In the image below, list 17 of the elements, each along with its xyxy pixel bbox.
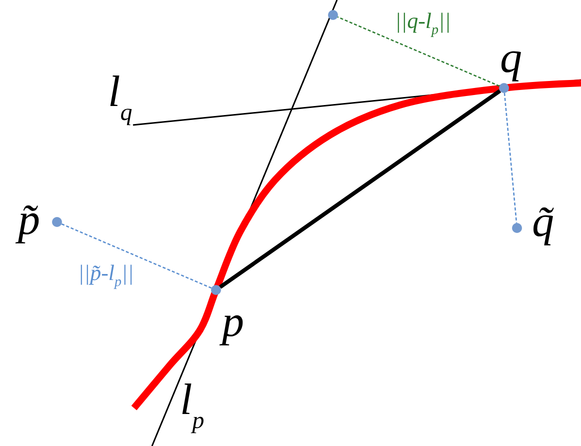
point-dot — [499, 83, 509, 93]
distance-line — [61, 223, 212, 289]
point-label: q̃ — [532, 200, 554, 244]
point-dot — [512, 223, 522, 233]
point-label: q — [500, 36, 522, 80]
distance-line — [504, 92, 518, 224]
edge-label: ||p̃-l$_{p}$|| — [78, 262, 134, 290]
point-dot — [211, 285, 221, 295]
point-label: p̃ — [18, 198, 40, 242]
edge-label: ||q-l$_{p}$|| — [395, 10, 451, 38]
distance-line — [337, 16, 500, 87]
chord-line — [218, 89, 502, 289]
point-dot — [52, 217, 62, 227]
point-dot — [328, 10, 338, 20]
point-label: p — [222, 300, 244, 344]
line-label: l$_{p}$ — [180, 378, 204, 433]
line-label: l$_{q}$ — [108, 70, 132, 125]
